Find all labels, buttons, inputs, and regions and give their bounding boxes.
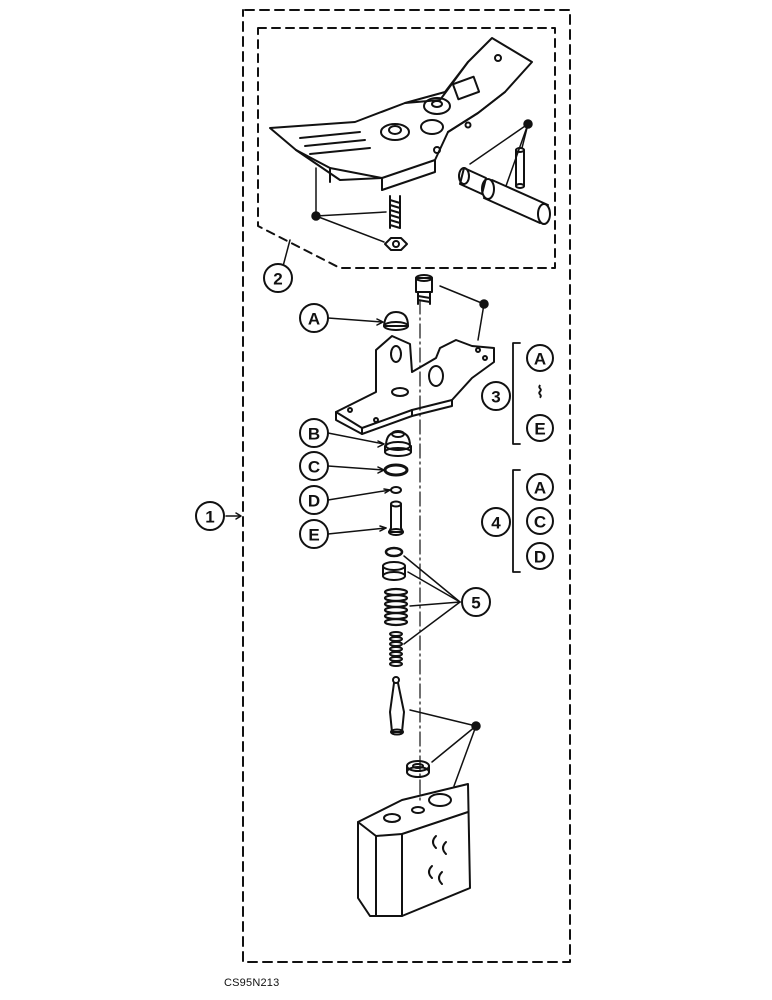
part-b-boot xyxy=(384,430,412,457)
callout-part-c: C xyxy=(308,458,320,477)
callout-circles xyxy=(195,263,554,617)
callout-item-3: 3 xyxy=(491,388,500,407)
mounting-bracket xyxy=(335,335,495,435)
kit-3-range-mark: ⌇ xyxy=(536,384,544,402)
kit-4-part-label: A xyxy=(534,479,546,498)
part-d-o-ring xyxy=(390,486,402,494)
callout-item-2: 2 xyxy=(273,270,282,289)
pedal-subassembly-boundary xyxy=(257,27,556,269)
item-5-outer-spring xyxy=(383,587,409,627)
figure-code: CS95N213 xyxy=(224,977,280,989)
pivot-bushing xyxy=(458,167,487,195)
valve-body xyxy=(357,783,471,917)
callout-part-d: D xyxy=(308,492,320,511)
part-a-cap xyxy=(383,311,409,331)
kit-3-bracket xyxy=(512,342,521,445)
kit-4-part-label: C xyxy=(534,513,546,532)
item-5-washer xyxy=(384,546,404,558)
callout-item-4: 4 xyxy=(491,514,501,533)
item-1-leader xyxy=(225,512,242,520)
kit-3-to-label: E xyxy=(534,420,545,439)
callout-part-a: A xyxy=(308,310,320,329)
callout-item-1: 1 xyxy=(205,508,214,527)
leader-lines-plug-bracket xyxy=(439,285,489,341)
seal-washer xyxy=(406,760,430,778)
threaded-plug xyxy=(415,274,433,305)
kit-3-from-label: A xyxy=(534,350,546,369)
item-5-leaders xyxy=(403,555,461,645)
part-c-ring xyxy=(383,463,409,477)
leader-lines-spool xyxy=(409,709,481,787)
kit-4-bracket xyxy=(512,469,521,573)
callout-part-e: E xyxy=(308,526,319,545)
hex-nut xyxy=(384,237,408,251)
part-e-plunger xyxy=(388,500,404,536)
leader-lines-subassembly-2 xyxy=(281,119,533,271)
callout-part-b: B xyxy=(308,425,320,444)
threaded-stud xyxy=(389,195,401,229)
item-5-retainer xyxy=(382,561,406,581)
kit-4-part-label: D xyxy=(534,548,546,567)
callout-leaders-left xyxy=(327,317,391,535)
callout-item-5: 5 xyxy=(471,594,480,613)
pivot-pin xyxy=(481,178,551,225)
item-5-inner-spring xyxy=(389,631,403,667)
pedal-plate xyxy=(269,37,533,191)
assembly-boundary xyxy=(242,9,571,963)
valve-spool xyxy=(389,676,405,736)
